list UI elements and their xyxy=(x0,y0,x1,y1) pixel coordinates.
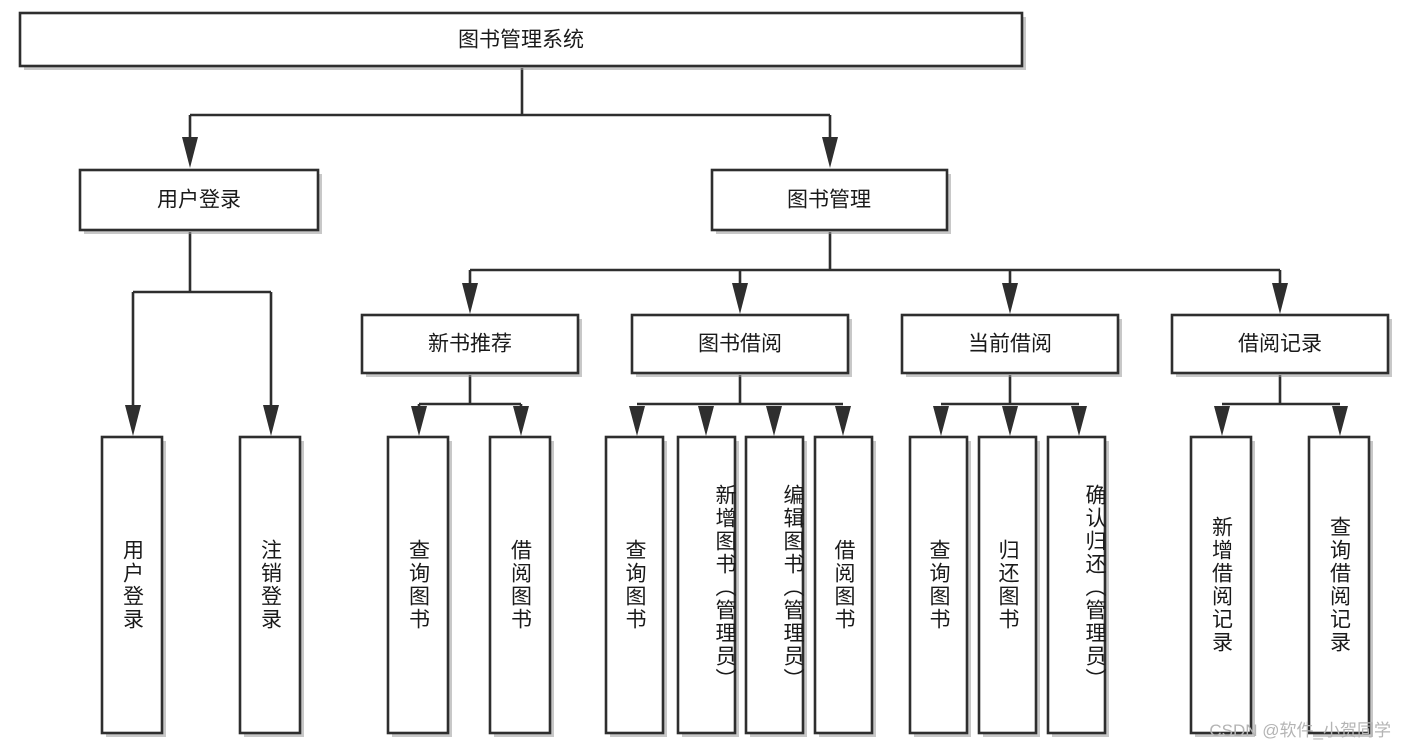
node-title-box xyxy=(18,11,1024,68)
arrow-root-to-user-icon xyxy=(182,137,198,168)
leaf-bb-query-box xyxy=(604,435,665,735)
leaf-node-bb-add-book[interactable] xyxy=(676,435,739,737)
leaf-node-logout[interactable] xyxy=(238,435,304,737)
leaf-bb-edit-box xyxy=(744,435,805,735)
arrow-bm-to-cur-icon xyxy=(1002,283,1018,314)
node-borrow-record-label: 借阅记录 xyxy=(1238,333,1322,356)
node-user-login-label: 用户登录 xyxy=(157,189,241,212)
arrow-bb-leaf4-icon xyxy=(835,406,851,436)
leaf-node-rec-add-record[interactable] xyxy=(1189,435,1255,737)
arrow-cur-leaf2-icon xyxy=(1002,406,1018,436)
leaf-node-cur-query-book[interactable] xyxy=(908,435,971,737)
arrow-nb-leaf1-icon xyxy=(411,406,427,436)
arrow-cur-leaf1-icon xyxy=(933,406,949,436)
leaf-bb-borrow-box xyxy=(813,435,874,735)
arrow-cur-leaf3-icon xyxy=(1071,406,1087,436)
leaf-nb-query-box xyxy=(386,435,450,735)
connector-layer xyxy=(125,68,1348,436)
node-current-borrow[interactable]: 当前借阅 xyxy=(900,313,1122,377)
node-title-label: 图书管理系统 xyxy=(458,29,584,52)
leaf-nb-borrow-box xyxy=(488,435,552,735)
node-title-system[interactable]: 图书管理系统 xyxy=(18,11,1026,70)
leaf-node-nb-query-book[interactable] xyxy=(386,435,452,737)
leaf-logout-box xyxy=(238,435,302,735)
leaf-node-bb-query-book[interactable] xyxy=(604,435,667,737)
node-new-book-recommend[interactable]: 新书推荐 xyxy=(360,313,582,377)
leaf-node-bb-edit-book[interactable] xyxy=(744,435,807,737)
leaf-cur-return-box xyxy=(977,435,1038,735)
arrow-rec-leaf2-icon xyxy=(1332,406,1348,436)
arrow-bb-leaf2-icon xyxy=(698,406,714,436)
arrow-bb-leaf1-icon xyxy=(629,406,645,436)
leaf-user-login-box xyxy=(100,435,164,735)
node-borrow-record[interactable]: 借阅记录 xyxy=(1170,313,1392,377)
node-book-borrow-label: 图书借阅 xyxy=(698,333,782,356)
node-book-management-label: 图书管理 xyxy=(787,189,871,212)
node-user-login-box xyxy=(78,168,320,232)
arrow-bm-to-rec-icon xyxy=(1272,283,1288,314)
leaf-node-rec-query-record[interactable] xyxy=(1307,435,1373,737)
arrow-bm-to-bb-icon xyxy=(732,283,748,314)
node-new-book-recommend-label: 新书推荐 xyxy=(428,333,512,356)
node-book-borrow-box xyxy=(630,313,850,375)
leaf-node-nb-borrow-book[interactable] xyxy=(488,435,554,737)
leaf-cur-confirm-box xyxy=(1046,435,1107,735)
arrow-rec-leaf1-icon xyxy=(1214,406,1230,436)
node-book-management-box xyxy=(710,168,949,232)
leaf-node-bb-borrow-book[interactable] xyxy=(813,435,876,737)
arrow-bm-to-nb-icon xyxy=(462,283,478,314)
node-current-borrow-box xyxy=(900,313,1120,375)
node-borrow-record-box xyxy=(1170,313,1390,375)
leaf-node-cur-return-book[interactable] xyxy=(977,435,1040,737)
node-new-book-recommend-box xyxy=(360,313,580,375)
arrow-nb-leaf2-icon xyxy=(513,406,529,436)
arrow-root-to-bookmgmt-icon xyxy=(822,137,838,168)
arrow-user-leaf2-icon xyxy=(263,405,279,436)
arrow-bb-leaf3-icon xyxy=(766,406,782,436)
csdn-watermark: CSDN @软件_小贺同学 xyxy=(1209,721,1391,740)
node-book-management[interactable]: 图书管理 xyxy=(710,168,951,234)
leaf-bb-add-box xyxy=(676,435,737,735)
node-current-borrow-label: 当前借阅 xyxy=(968,333,1052,356)
leaf-cur-query-box xyxy=(908,435,969,735)
arrow-user-leaf1-icon xyxy=(125,405,141,436)
leaf-rec-query-box xyxy=(1307,435,1371,735)
node-user-login[interactable]: 用户登录 xyxy=(78,168,322,234)
leaf-rec-add-box xyxy=(1189,435,1253,735)
leaf-node-cur-confirm-return[interactable] xyxy=(1046,435,1109,737)
leaf-node-user-login[interactable] xyxy=(100,435,166,737)
node-book-borrow[interactable]: 图书借阅 xyxy=(630,313,852,377)
